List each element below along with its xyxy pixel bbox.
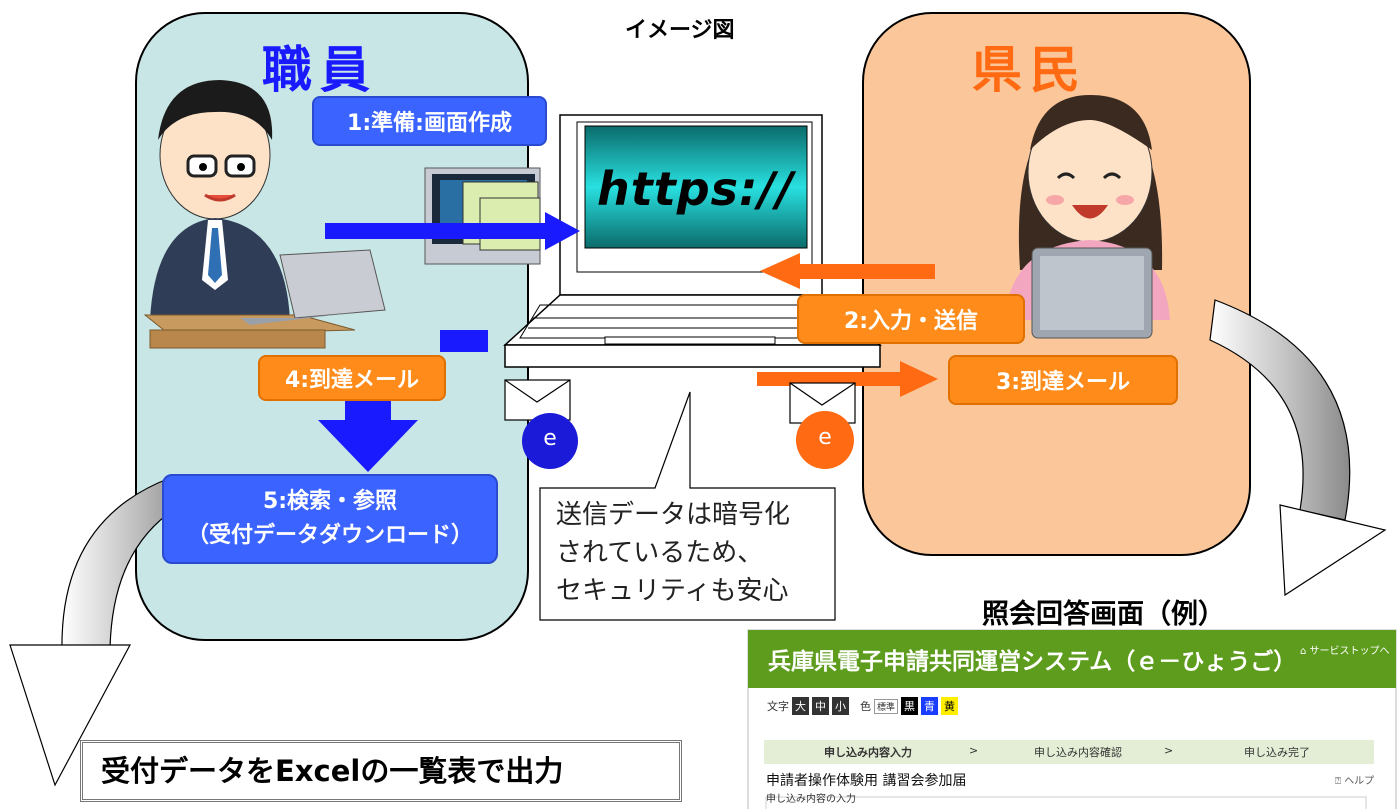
color-blue-button[interactable]: 青 xyxy=(921,697,939,715)
security-callout: 送信データは暗号化 されているため、 セキュリティも安心 xyxy=(556,496,790,610)
form-document-icon xyxy=(424,167,541,265)
email-badge-right xyxy=(796,411,854,469)
citizen-label: 県民 xyxy=(972,41,1088,99)
text-size-color-bar: 文字 大 中 小 色 標準 黒 青 黄 xyxy=(767,697,959,715)
step3-box: 3:到達メール xyxy=(948,355,1178,405)
color-label: 色 xyxy=(860,700,871,713)
staff-label: 職員 xyxy=(262,41,378,99)
step5-box: 5:検索・参照 （受付データダウンロード） xyxy=(162,474,498,564)
step4-box: 4:到達メール xyxy=(258,355,446,401)
step5-line2: （受付データダウンロード） xyxy=(186,523,473,548)
callout-line-1: 送信データは暗号化 xyxy=(556,500,791,530)
envelope-icon-left xyxy=(504,379,571,421)
form-title: 申請者操作体験用 講習会参加届 xyxy=(766,773,967,789)
step-confirm-label: 申し込み内容確認 xyxy=(1034,746,1122,759)
excel-output-box: 受付データをExcelの一覧表で出力 xyxy=(80,740,682,802)
step-arrow-2: > xyxy=(1164,744,1174,757)
arrow-staff-to-server xyxy=(325,212,580,250)
help-link[interactable]: ⍰ ヘルプ xyxy=(1335,772,1374,787)
service-top-label: サービストップへ xyxy=(1309,646,1390,657)
service-top-link[interactable]: ⌂ サービストップへ xyxy=(1300,642,1390,657)
email-badge-left-text: e xyxy=(543,426,557,451)
laptop-illustration xyxy=(503,114,883,368)
step2-box: 2:入力・送信 xyxy=(797,294,1025,344)
arrow-mail-to-staff xyxy=(318,330,488,472)
color-black-button[interactable]: 黒 xyxy=(901,697,919,715)
excel-output-text: 受付データをExcelの一覧表で出力 xyxy=(101,754,564,788)
curved-arrow-right xyxy=(1209,299,1387,597)
email-badge-right-text: e xyxy=(818,425,832,450)
diagram-title: イメージ図 xyxy=(625,18,735,43)
step-input-label: 申し込み内容入力 xyxy=(824,746,912,759)
callout-line-2: されているため、 xyxy=(556,538,764,568)
callout-shape xyxy=(539,391,836,621)
sample-screen-title: 照会回答画面（例） xyxy=(982,599,1225,630)
web-screenshot xyxy=(747,629,1397,809)
color-standard-button[interactable]: 標準 xyxy=(874,698,899,714)
step-arrow-1: > xyxy=(969,744,979,757)
arrow-citizen-to-server xyxy=(760,253,935,289)
curved-arrow-left xyxy=(9,477,191,787)
citizen-person-illustration xyxy=(1005,95,1170,339)
step-done-label: 申し込み完了 xyxy=(1244,746,1310,759)
email-badge-left xyxy=(522,413,578,469)
section-heading: 申し込み内容の入力 xyxy=(766,794,856,805)
step5-line1: 5:検索・参照 xyxy=(262,489,398,514)
color-yellow-button[interactable]: 黄 xyxy=(941,697,959,715)
help-label: ヘルプ xyxy=(1344,776,1375,787)
size-medium-button[interactable]: 中 xyxy=(812,697,829,715)
size-large-button[interactable]: 大 xyxy=(792,697,809,715)
home-icon: ⌂ xyxy=(1300,646,1310,657)
callout-line-3: セキュリティも安心 xyxy=(556,576,789,606)
text-label: 文字 xyxy=(767,700,789,713)
staff-person-illustration xyxy=(143,80,386,349)
url-text: https:// xyxy=(597,162,795,216)
web-header-title: 兵庫県電子申請共同運営システム（ｅ－ひょうご） xyxy=(768,649,1297,675)
step1-box: 1:準備:画面作成 xyxy=(312,96,547,146)
help-icon: ⍰ xyxy=(1335,776,1345,787)
size-small-button[interactable]: 小 xyxy=(832,697,849,715)
